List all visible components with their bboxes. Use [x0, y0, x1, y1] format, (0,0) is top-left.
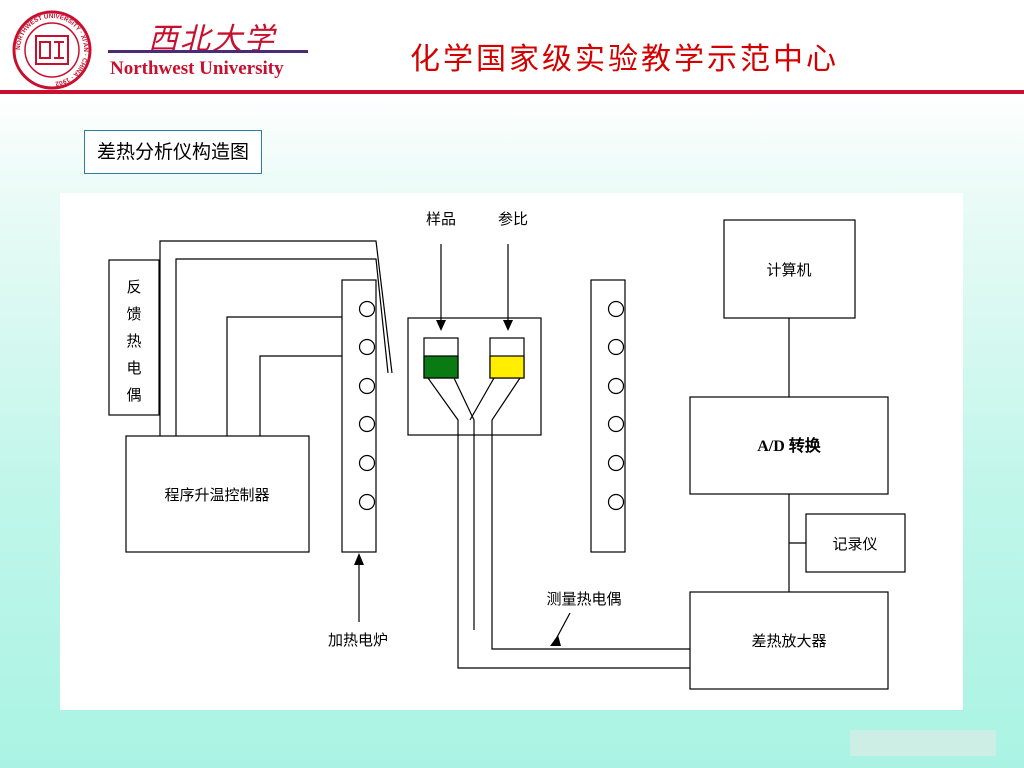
corner-decoration [850, 730, 996, 756]
dta-diagram: 反 馈 热 电 偶 程序升温控制器 加热电炉 样品 参比 测量热电偶 计算机 A… [60, 193, 963, 710]
reference-arrowhead [503, 320, 513, 331]
wire-third [226, 316, 342, 436]
ad-label: A/D 转换 [757, 436, 822, 455]
furnace-label: 加热电炉 [328, 631, 388, 649]
wire-outer [159, 240, 393, 436]
university-name-en: Northwest University [110, 58, 284, 79]
measure-arrowhead [550, 635, 561, 646]
logo-divider [108, 50, 308, 53]
amplifier-label: 差热放大器 [751, 632, 826, 650]
sample-arrowhead [436, 320, 446, 331]
right-coil [607, 300, 625, 511]
controller-label: 程序升温控制器 [164, 486, 269, 504]
computer-label: 计算机 [766, 261, 811, 279]
sample-label: 样品 [426, 210, 456, 228]
feedback-tc-char-0: 反 [126, 278, 141, 296]
furnace-arrowhead [354, 553, 364, 565]
reference-fill [489, 355, 525, 379]
header: NORTHWEST UNIVERSITY · XI'AN · CHINA · 1… [0, 0, 1024, 92]
university-seal-icon: NORTHWEST UNIVERSITY · XI'AN · CHINA · 1… [12, 10, 92, 90]
header-rule [0, 90, 1024, 94]
sample-fill [423, 355, 459, 379]
feedback-tc-char-2: 热 [126, 332, 141, 350]
tc-wire-mid2 [469, 377, 495, 421]
feedback-tc-char-3: 电 [126, 359, 141, 377]
feedback-tc-char-4: 偶 [126, 386, 141, 404]
controller-box [125, 435, 310, 553]
feedback-tc-box [108, 259, 160, 416]
measure-tc-label: 测量热电偶 [546, 590, 621, 608]
center-title: 化学国家级实验教学示范中心 [410, 42, 839, 77]
left-coil [358, 300, 376, 511]
feedback-tc-char-1: 馈 [126, 305, 141, 323]
furnace-left-column [341, 279, 377, 553]
reference-label: 参比 [498, 210, 528, 228]
wire-fourth [259, 355, 342, 436]
recorder-label: 记录仪 [832, 535, 877, 553]
furnace-right-column [590, 279, 626, 553]
tc-wire-reference [491, 377, 690, 650]
tc-wire-sample [427, 377, 690, 669]
wire-second [175, 258, 389, 436]
tc-wire-mid1 [453, 377, 475, 630]
slide-title: 差热分析仪构造图 [84, 130, 263, 174]
